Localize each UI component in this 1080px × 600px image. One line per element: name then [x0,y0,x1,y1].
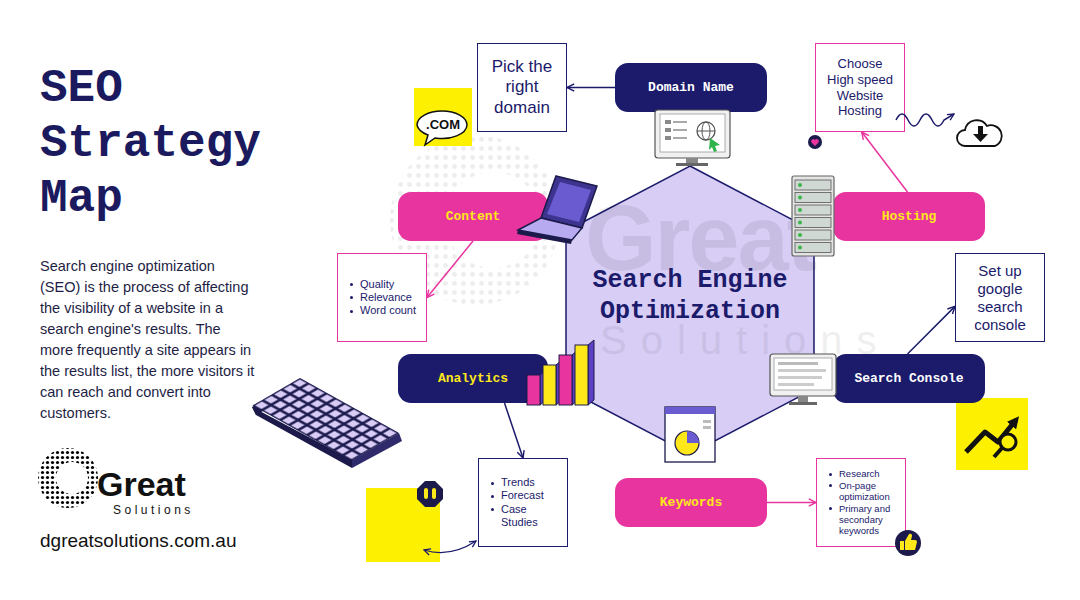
keyboard-illustration [253,378,400,461]
hands-badge [417,481,443,507]
hands-badge [432,488,436,499]
connector-arrow [908,306,956,354]
bullet-item: On-page optimization [839,480,899,503]
heart-badge [808,135,822,149]
download-cloud-icon [957,120,1002,146]
center-title: Search Engine Optimization [583,265,797,327]
monitor-icon [655,110,730,166]
heart-badge [811,139,819,146]
growth-icon [994,448,1002,457]
keyboard-illustration [253,378,400,461]
node-label: Set up google search console [966,262,1034,334]
monitor-icon [673,121,687,123]
logo-wordmark: Great [97,466,186,502]
map-title: SEO Strategy Map [40,62,280,227]
bullet-item: Trends [501,476,535,489]
topic-pill: Domain Name [615,63,767,112]
monitor-icon [673,137,687,139]
monitor-icon [676,163,708,166]
growth-icon [1000,434,1016,450]
monitor-icon [702,122,710,140]
heart-badge [808,135,822,149]
bullet-item: Relevance [360,291,412,304]
hexagon-shape [566,166,814,454]
node-label: Search Console [854,371,963,387]
sticky-note [956,398,1028,470]
bullet-box: ResearchOn-page optimizationPrimary and … [816,458,906,547]
connector-arrow [767,502,816,504]
monitor-icon [697,131,715,132]
connector-arrow [505,403,524,458]
node-label: Pick the right domain [482,57,562,118]
monitor-icon [665,136,671,140]
domain-sticker [414,88,472,146]
node-label: Domain Name [648,80,734,96]
logo-mark [38,448,98,508]
download-cloud-icon [973,134,988,142]
text-box: Pick the right domain [477,43,567,132]
bullet-item: Primary and secondary keywords [839,503,899,537]
download-cloud-icon [978,126,983,135]
hands-badge [417,481,443,507]
bullet-item: Quality [360,278,394,291]
node-label: Analytics [438,371,508,387]
node-label: Choose High speed Website Hosting [824,56,896,118]
monitor-icon [660,114,725,152]
growth-icon [966,420,1016,452]
sticker-text: .COM [414,116,472,134]
monitor-icon [665,128,671,132]
node-label: Content [446,209,501,225]
bullet-box: TrendsForecastCase Studies [478,458,568,547]
sticky-note [366,488,440,562]
laptop-icon [547,182,591,222]
bullet-item: Research [839,468,880,479]
monitor-icon [789,402,817,405]
text-box: Set up google search console [955,253,1045,342]
logo-tagline: Solutions [113,503,194,517]
keyboard-illustration [252,378,402,468]
intro-paragraph: Search engine optimization (SEO) is the … [40,256,256,424]
connector-arrow [427,241,473,298]
website-url: dgreatsolutions.com.au [40,529,236,553]
bullet-item: Word count [360,304,416,317]
topic-pill: Hosting [833,192,985,241]
topic-pill: Keywords [615,478,767,527]
monitor-icon [673,129,687,131]
hands-badge [424,488,428,499]
curved-arrow [424,541,476,553]
node-label: Keywords [660,495,722,511]
logo-mark [38,448,98,508]
connector-arrow [862,132,908,192]
download-cloud-icon [957,120,1002,146]
monitor-icon [665,120,671,124]
bullet-box: QualityRelevanceWord count [337,253,427,342]
connector-arrow [567,87,615,89]
keyboard-illustration [253,378,400,461]
monitor-icon [686,158,698,163]
topic-pill: Analytics [398,354,548,403]
topic-pill: Content [398,192,548,241]
thumbs-up-badge [905,534,917,550]
growth-icon [966,420,1016,457]
topic-pill: Search Console [833,354,985,403]
bullet-item: Forecast [501,489,544,502]
domain-sticker [414,88,472,146]
bar-chart-icon [556,360,562,405]
monitor-icon [709,138,720,152]
bullet-item: Case Studies [501,503,561,529]
server-icon [798,183,802,187]
monitor-icon [655,110,730,158]
monitor-icon [697,122,715,140]
node-label: Hosting [882,209,937,225]
text-box: Choose High speed Website Hosting [815,43,905,132]
